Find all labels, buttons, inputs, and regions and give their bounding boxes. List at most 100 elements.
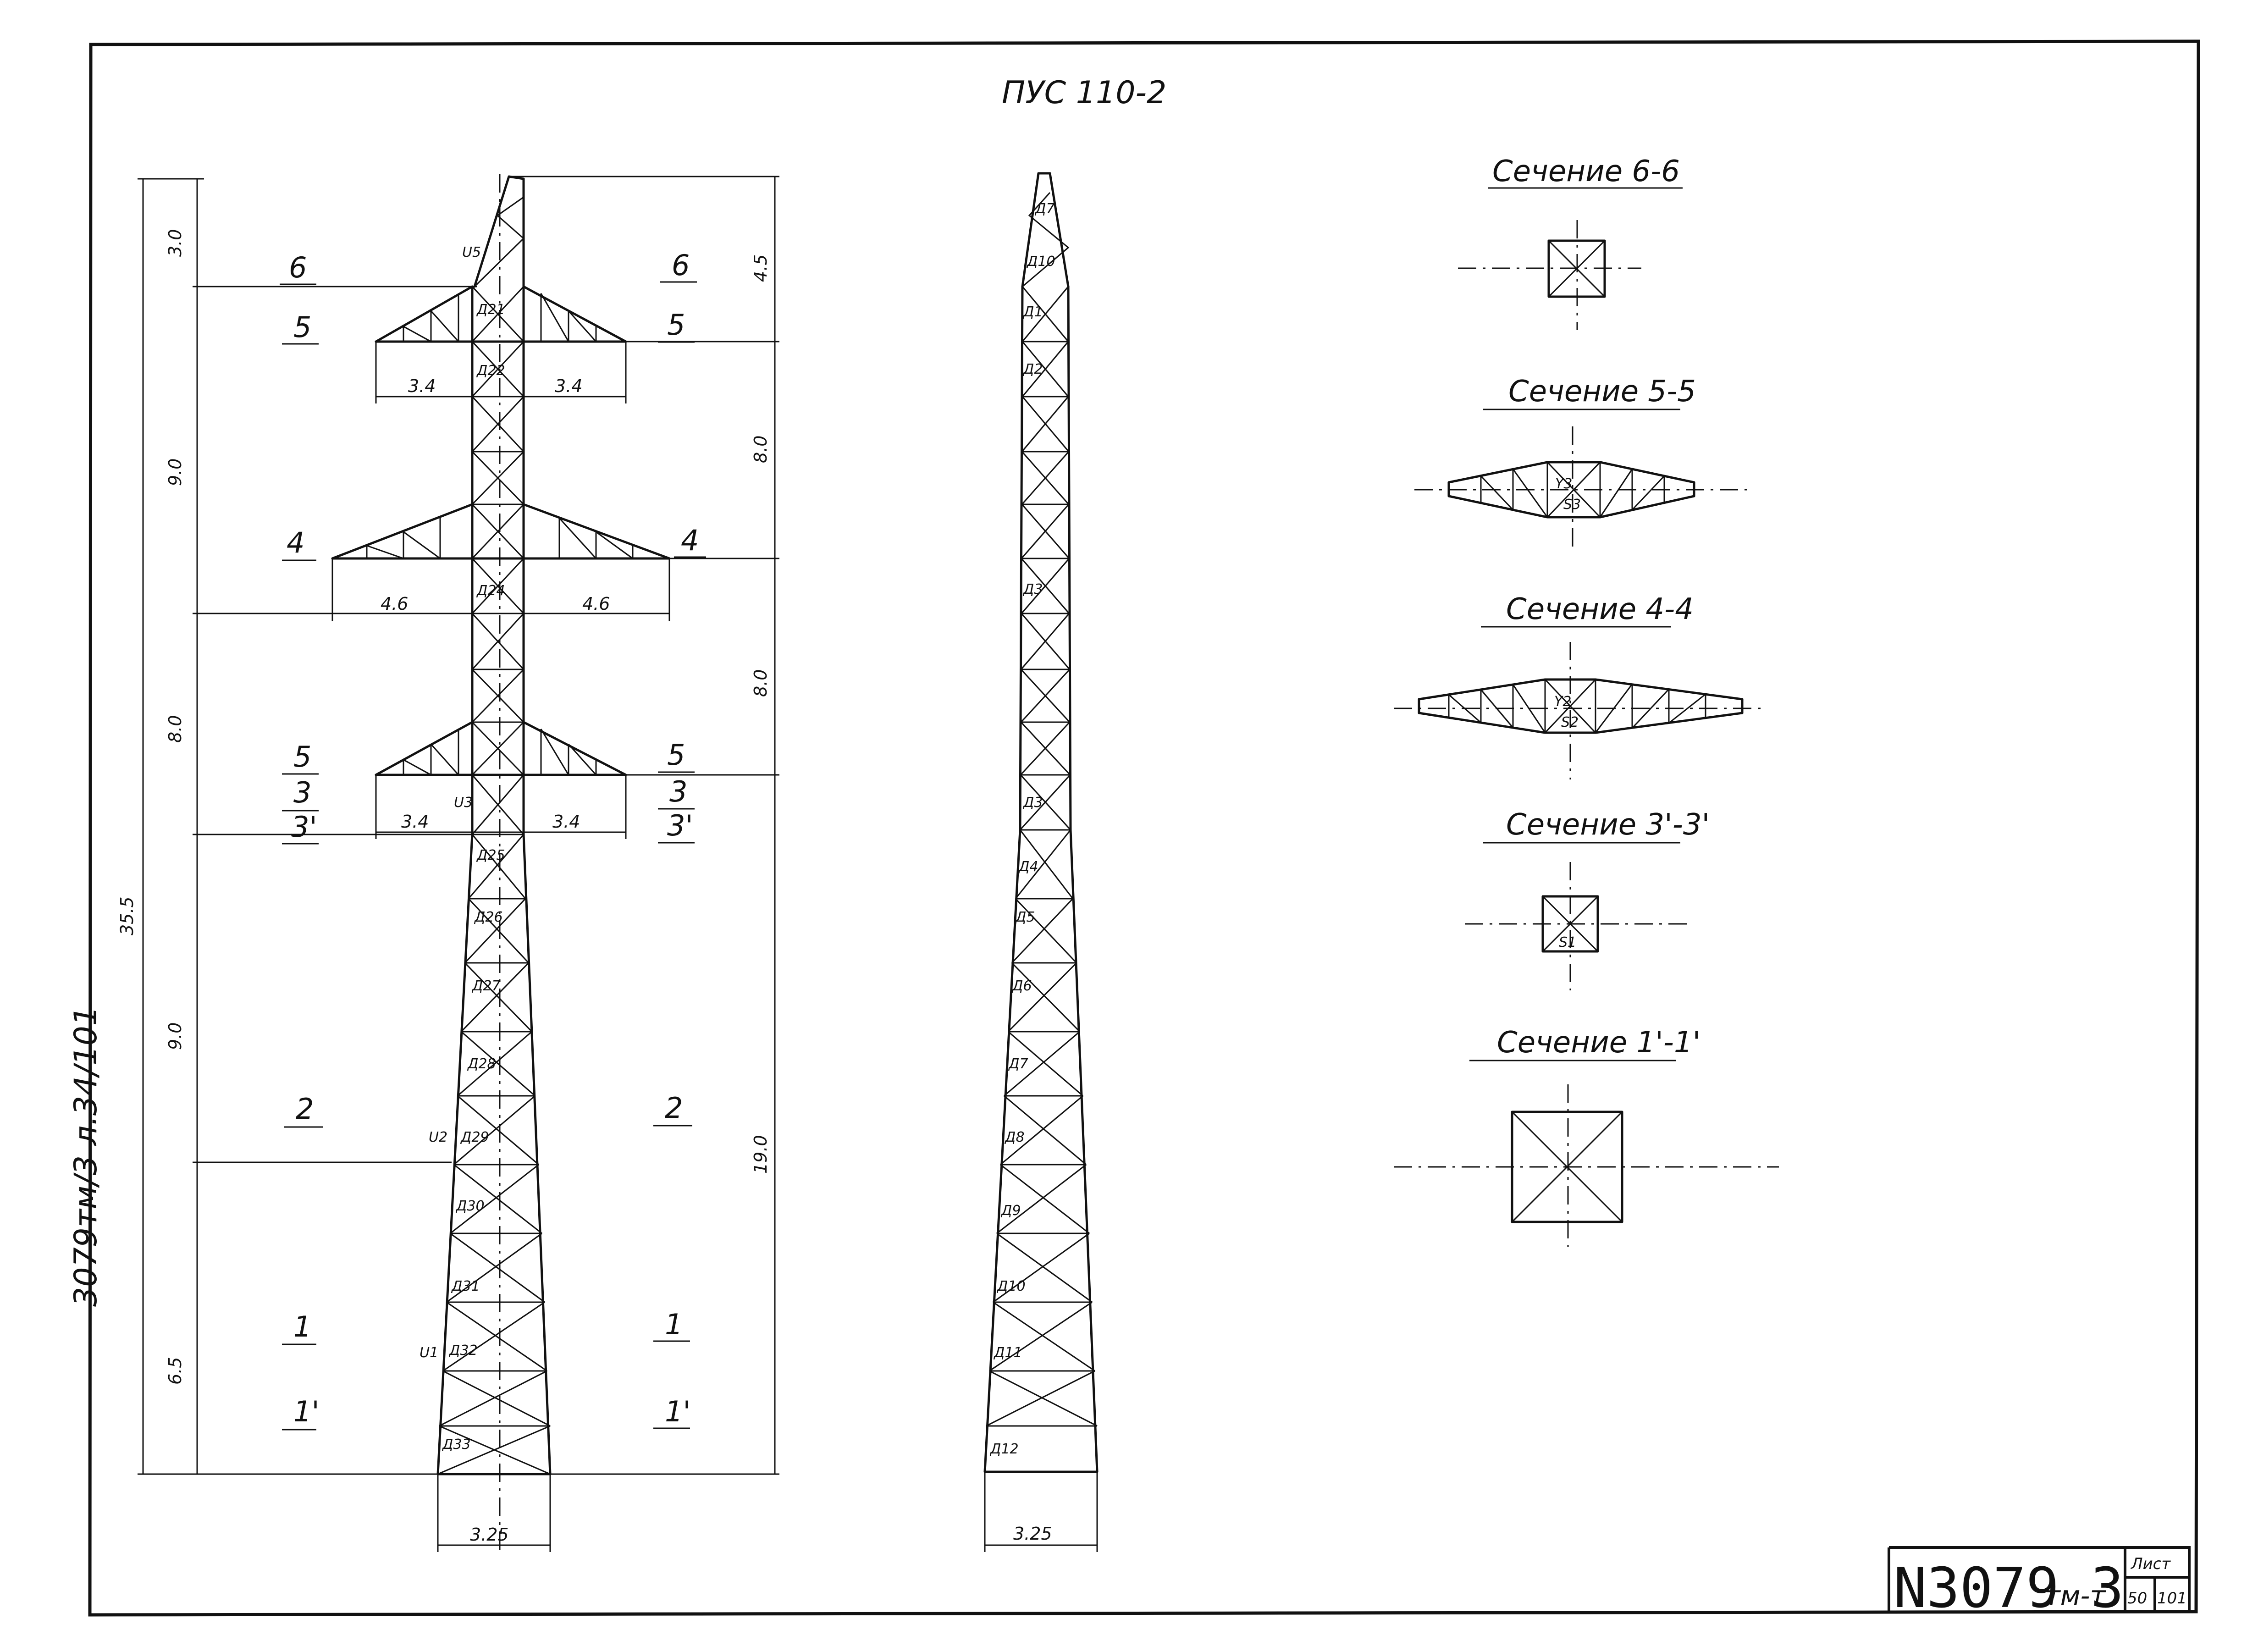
side-member-13: Д10: [996, 1278, 1026, 1294]
mark-left-3: 3: [293, 776, 311, 809]
section-5-5-title: Сечение 5-5: [1508, 375, 1696, 409]
arm-dim-top-left: 3.4: [408, 376, 436, 396]
member-U1: U1: [420, 1345, 438, 1361]
side-member-5: Д3: [1022, 581, 1043, 597]
section-1-1: Сечение 1'-1': [1394, 1026, 1779, 1247]
dim-right-3: 8.0: [751, 669, 771, 697]
crossarm-middle: [331, 503, 671, 560]
sheet-frame: [88, 39, 2200, 1617]
dim-left-1: 3.0: [165, 229, 185, 257]
arm-dim-middle-right: 4.6: [582, 594, 610, 614]
member-D30: Д30: [455, 1198, 485, 1214]
dim-right-1: 4.5: [751, 254, 771, 282]
lower-shaft-lattice: [437, 834, 551, 1475]
section-4-4: Сечение 4-4 Y2 S2: [1394, 592, 1765, 779]
front-base-width: 3.25: [470, 1525, 509, 1545]
stamp-doc-number: N3079: [1894, 1557, 2059, 1620]
section-5-5-mark-s: S3: [1563, 497, 1581, 513]
section-1-1-title: Сечение 1'-1': [1497, 1026, 1700, 1060]
stamp-doc-suffix: тм-т: [2045, 1580, 2106, 1611]
member-D33: Д33: [442, 1437, 471, 1453]
side-member-2: Д10: [1026, 254, 1055, 270]
side-member-15: Д12: [989, 1441, 1019, 1457]
arm-dim-bottom-left: 3.4: [401, 812, 429, 832]
mark-left-2: 2: [296, 1092, 314, 1126]
mark-right-4: 4: [681, 524, 699, 557]
mark-left-1prime: 1': [293, 1395, 320, 1428]
side-member-3: Д1: [1022, 304, 1043, 320]
side-note: 3079тм/3 л.34/101: [68, 1006, 104, 1307]
section-5-5-mark-y: Y3: [1555, 476, 1572, 492]
member-D21: Д21: [476, 302, 505, 318]
tower-side-view: 3.25 Д7 Д10 Д1 Д2 Д3 Д3 Д4 Д5 Д6 Д7 Д8 Д…: [983, 172, 1099, 1552]
arm-dim-middle-left: 4.6: [381, 594, 408, 614]
section-3-3-mark-s: S1: [1559, 934, 1576, 950]
tower-peak: [473, 175, 525, 288]
side-member-14: Д11: [993, 1345, 1022, 1361]
mark-left-3prime: 3': [291, 810, 317, 844]
upper-shaft-lattice: [471, 286, 524, 835]
dim-left-3: 8.0: [165, 715, 185, 743]
mark-left-1: 1: [293, 1310, 311, 1343]
dim-left-4: 9.0: [165, 1022, 185, 1050]
side-member-12: Д9: [1000, 1203, 1021, 1219]
member-D32: Д32: [448, 1343, 478, 1359]
stamp-sheets-total: 101: [2157, 1589, 2187, 1608]
mark-right-1: 1: [665, 1308, 683, 1341]
dim-total: 35.5: [117, 896, 137, 935]
section-3-3-title: Сечение 3'-3': [1506, 808, 1710, 842]
section-4-4-title: Сечение 4-4: [1506, 592, 1694, 626]
stamp-doc-volume: 3: [2091, 1557, 2124, 1620]
member-D28: Д28: [467, 1056, 496, 1072]
member-D26: Д26: [474, 909, 503, 925]
member-D25: Д25: [476, 847, 505, 863]
dim-right-2: 8.0: [751, 436, 771, 463]
arm-dim-top-right: 3.4: [555, 376, 582, 396]
section-6-6-title: Сечение 6-6: [1492, 155, 1680, 188]
side-lattice: [986, 286, 1098, 1427]
mark-right-1prime: 1': [665, 1395, 691, 1428]
side-member-4: Д2: [1022, 361, 1043, 377]
member-D29: Д29: [460, 1129, 489, 1145]
dim-left-2: 9.0: [165, 459, 185, 486]
drawing-title: ПУС 110-2: [1002, 75, 1166, 111]
dim-left-5: 6.5: [165, 1357, 185, 1385]
mark-right-3: 3: [669, 775, 687, 808]
side-base-width: 3.25: [1013, 1524, 1052, 1544]
member-U3: U3: [454, 795, 473, 811]
section-4-4-mark-s: S2: [1561, 714, 1579, 730]
side-member-1: Д7: [1034, 201, 1055, 217]
tower-front-view: 3.0 9.0 8.0 9.0 6.5 35.5 4.5 8.0 8.0 19.…: [117, 174, 779, 1552]
side-member-7: Д4: [1018, 859, 1038, 875]
member-D27: Д27: [471, 978, 501, 994]
member-D24: Д24: [476, 583, 505, 599]
mark-right-5b: 5: [667, 738, 685, 772]
section-4-4-mark-y: Y2: [1554, 694, 1571, 710]
section-5-5: Сечение 5-5 Y3 S3: [1414, 375, 1747, 550]
title-stamp: N3079 тм-т 3 Лист 50 101: [1888, 1546, 2191, 1620]
mark-left-4: 4: [287, 526, 304, 559]
side-member-8: Д5: [1015, 909, 1035, 925]
side-member-6: Д3: [1022, 795, 1043, 811]
stamp-sheet-label: Лист: [2130, 1555, 2171, 1573]
member-D22: Д22: [476, 363, 505, 379]
member-D31: Д31: [451, 1278, 480, 1294]
side-peak: [1021, 172, 1070, 288]
stamp-sheet: 50: [2127, 1589, 2147, 1608]
section-3-3: Сечение 3'-3' S1: [1465, 808, 1710, 990]
mark-right-2: 2: [665, 1091, 683, 1125]
side-member-11: Д8: [1004, 1129, 1025, 1145]
mark-left-5b: 5: [293, 740, 311, 774]
section-6-6: Сечение 6-6: [1458, 155, 1683, 330]
side-member-9: Д6: [1011, 978, 1032, 994]
mark-right-3prime: 3': [667, 809, 693, 842]
member-U2: U2: [429, 1129, 447, 1145]
mark-right-6: 6: [672, 249, 690, 282]
dim-right-4: 19.0: [751, 1135, 771, 1174]
mark-right-5: 5: [667, 308, 685, 342]
side-member-10: Д7: [1008, 1056, 1028, 1072]
mark-left-5: 5: [293, 310, 311, 344]
arm-dim-bottom-right: 3.4: [552, 812, 580, 832]
member-U5: U5: [462, 244, 481, 260]
